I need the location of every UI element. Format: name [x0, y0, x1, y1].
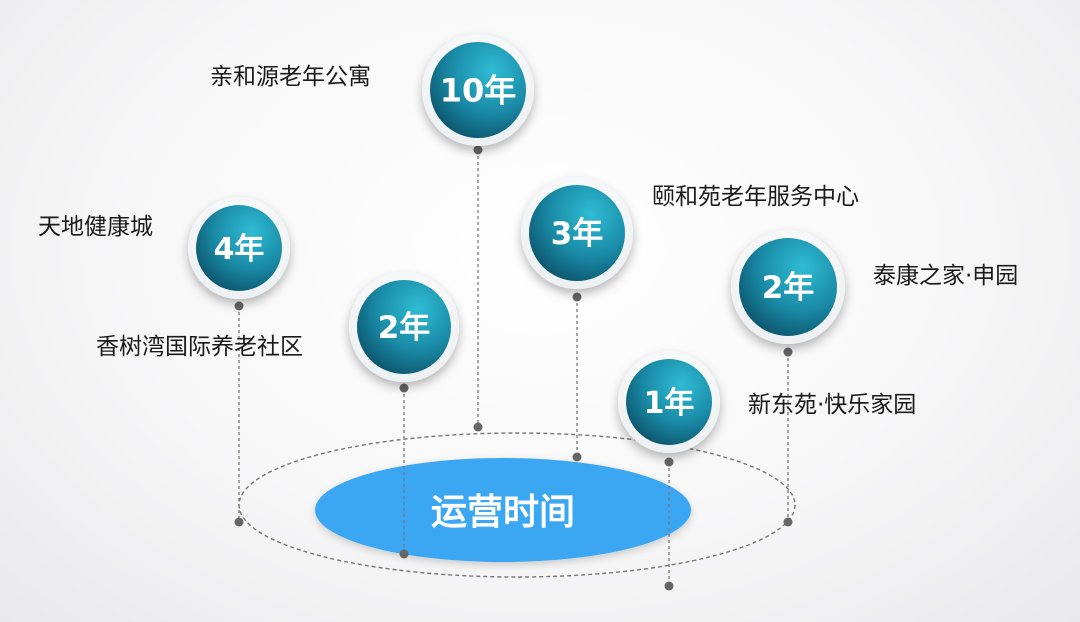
duration-node: 10年 — [422, 34, 534, 432]
connector-dot-bottom — [234, 517, 244, 527]
center-label: 运营时间 — [431, 492, 575, 533]
bubble-duration-text: 2年 — [762, 270, 815, 306]
connector-dot-bottom — [664, 581, 674, 591]
connector-dot-top — [664, 457, 674, 467]
item-label-yiheyuan: 颐和苑老年服务中心 — [652, 184, 859, 210]
item-label-tiandi: 天地健康城 — [38, 214, 153, 240]
connector-dot-top — [399, 383, 409, 393]
item-label-xiangshuwan: 香树湾国际养老社区 — [96, 334, 303, 360]
bubble-duration-text: 2年 — [378, 310, 431, 346]
bubble-inner — [529, 185, 625, 281]
connector-dot-top — [473, 145, 483, 155]
duration-node: 4年 — [188, 197, 290, 527]
bubble-inner — [739, 238, 837, 336]
connector-dot-top — [234, 301, 244, 311]
connector-dot-bottom — [399, 549, 409, 559]
bubble-inner — [196, 205, 282, 291]
bubble-duration-text: 1年 — [644, 386, 695, 421]
center-node — [315, 458, 691, 562]
duration-node: 1年 — [618, 351, 720, 591]
connector-dot-bottom — [473, 422, 483, 432]
bubble-duration-text: 3年 — [551, 216, 604, 252]
duration-node: 2年 — [349, 272, 459, 559]
connector-dot-bottom — [572, 452, 582, 462]
item-label-qinheyuan: 亲和源老年公寓 — [210, 64, 371, 90]
item-label-xindongyuan: 新东苑·快乐家园 — [748, 392, 917, 418]
connector-dot-top — [572, 292, 582, 302]
bubble-inner — [626, 359, 712, 445]
connector-dot-bottom — [783, 517, 793, 527]
item-label-taikang: 泰康之家·申园 — [873, 263, 1019, 289]
duration-node: 2年 — [731, 230, 845, 527]
duration-node: 3年 — [521, 177, 633, 462]
connector-dot-top — [783, 347, 793, 357]
bubble-inner — [430, 42, 526, 138]
bubble-duration-text: 10年 — [440, 72, 517, 110]
bubble-inner — [357, 280, 451, 374]
bubble-duration-text: 4年 — [214, 232, 265, 267]
